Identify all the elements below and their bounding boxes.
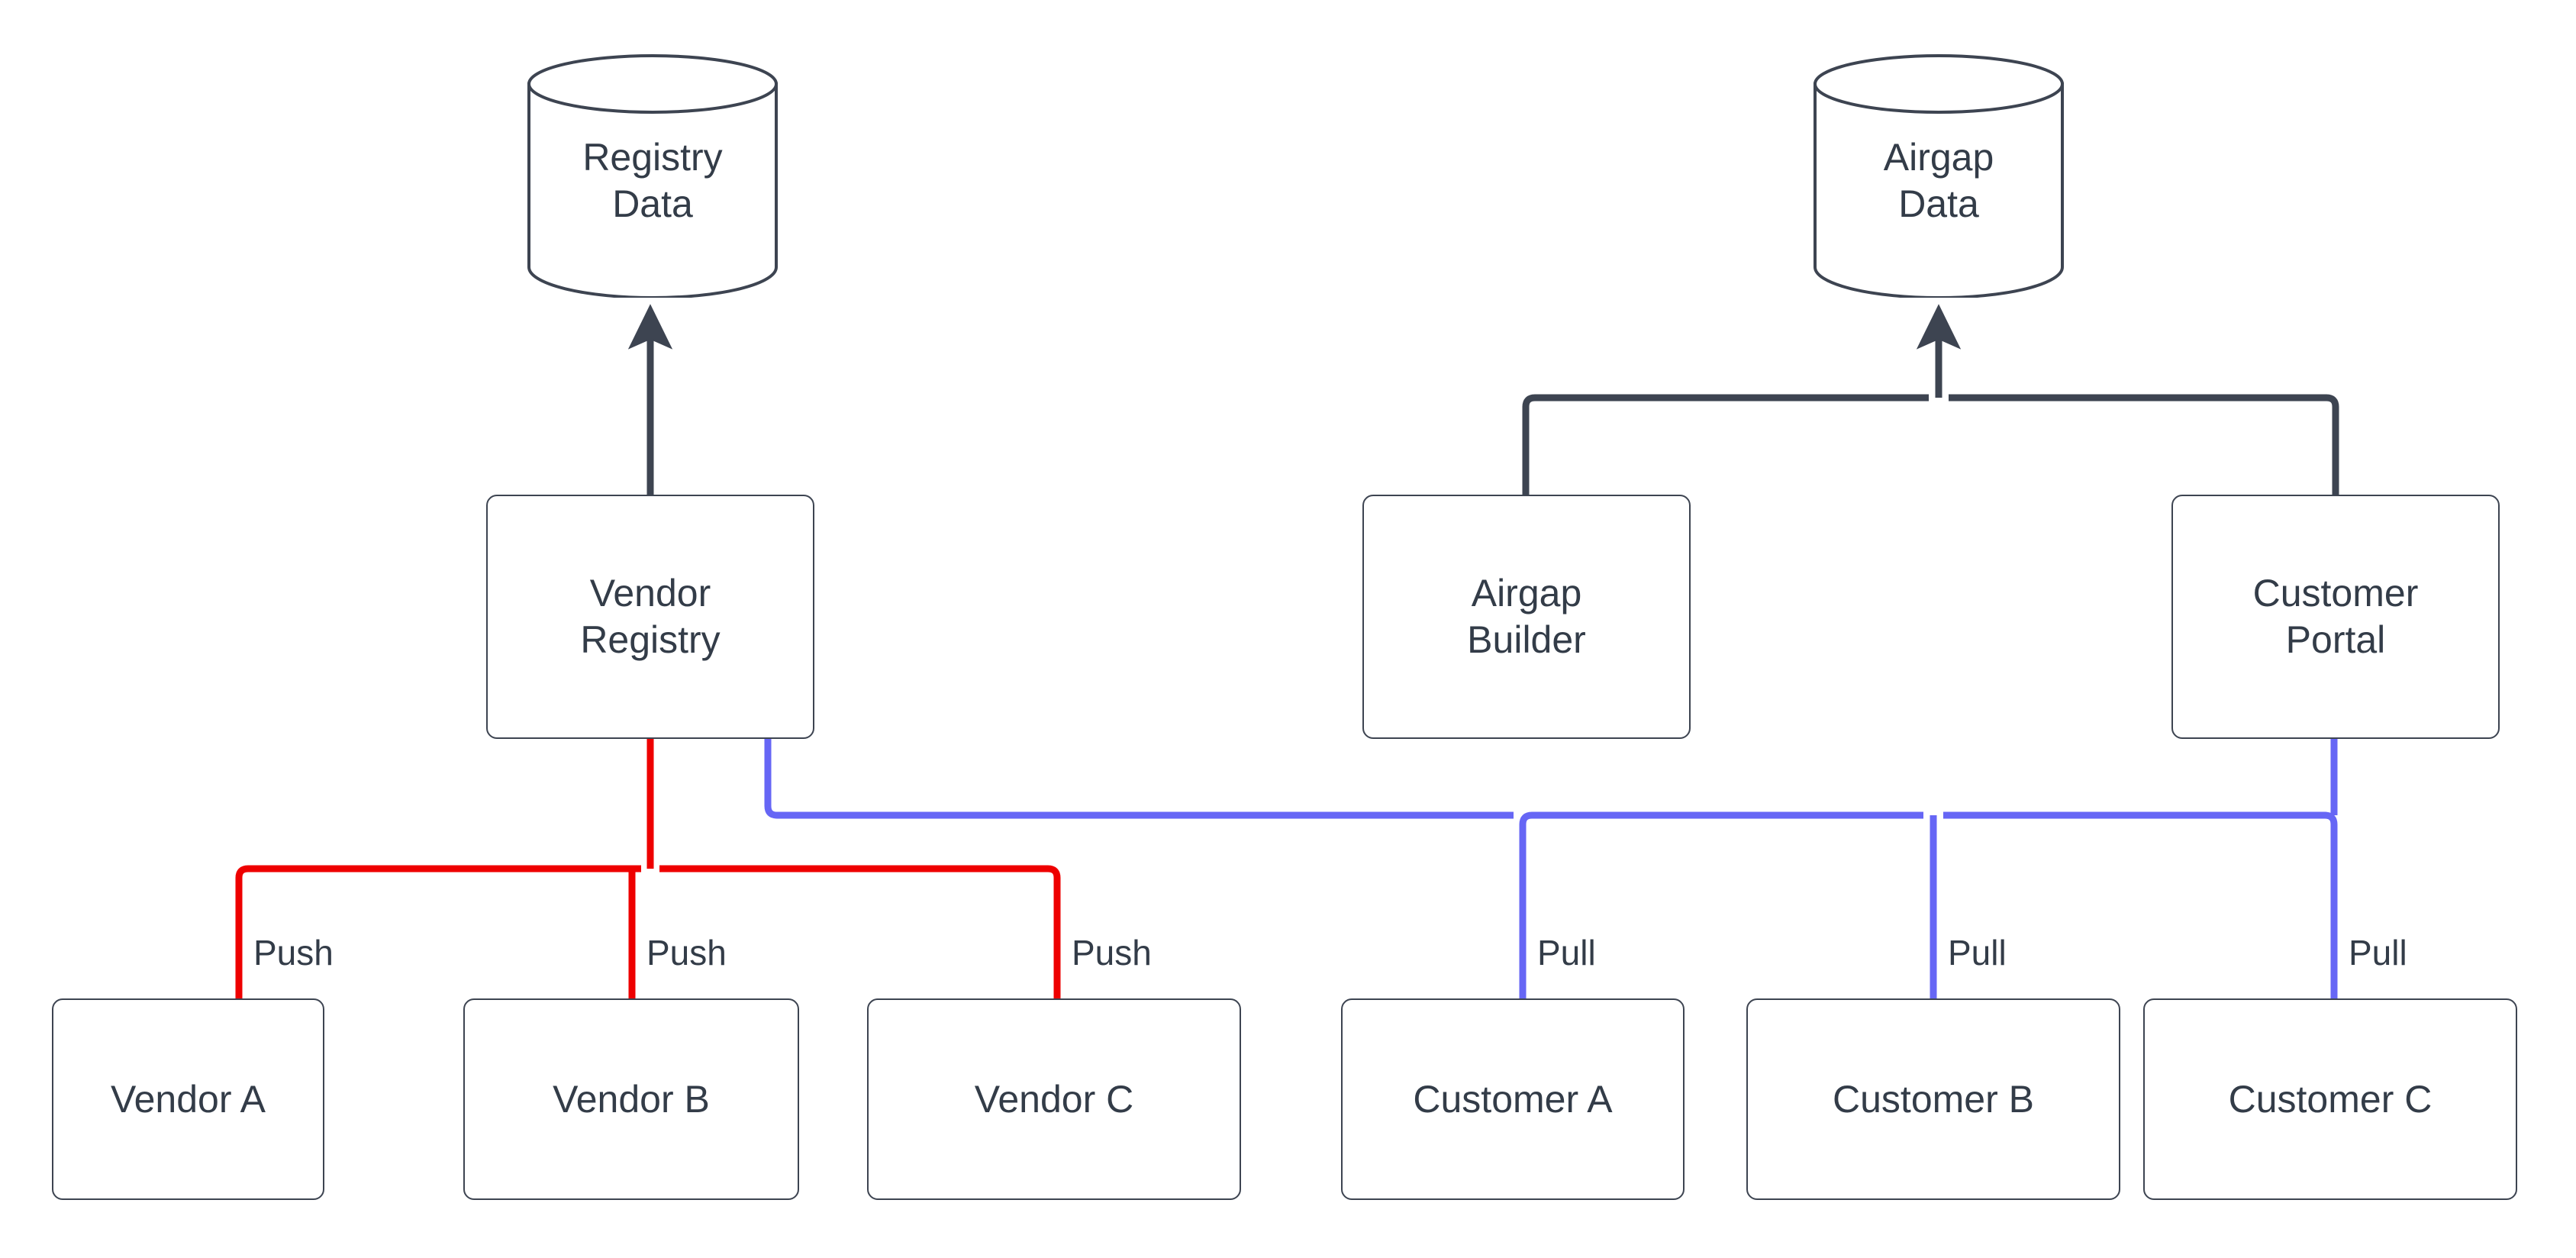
node-customer-portal[interactable]: Customer Portal: [2171, 495, 2500, 739]
node-customer-c[interactable]: Customer C: [2143, 998, 2517, 1200]
customer-c-label: Customer C: [2228, 1077, 2433, 1121]
node-vendor-a[interactable]: Vendor A: [52, 998, 324, 1200]
edge-vendor-a-push: [235, 865, 641, 998]
cylinder-shape: [1814, 54, 2064, 298]
customer-b-label: Customer B: [1833, 1077, 2034, 1121]
customer-portal-label: Customer Portal: [2253, 570, 2419, 663]
edge-customer-portal-to-bus: [1949, 394, 2339, 495]
edge-label-push-vendor-b: Push: [642, 935, 731, 970]
edge-airgap-builder-to-bus: [1522, 394, 1929, 495]
customer-portal-line2: Portal: [2285, 618, 2386, 661]
edge-label-pull-customer-a: Pull: [1533, 935, 1601, 970]
vendor-a-label: Vendor A: [111, 1077, 266, 1121]
airgap-builder-label: Airgap Builder: [1467, 570, 1586, 663]
airgap-builder-line2: Builder: [1467, 618, 1586, 661]
vendor-c-label: Vendor C: [974, 1077, 1134, 1121]
node-registry-data[interactable]: Registry Data: [527, 53, 779, 298]
vendor-b-label: Vendor B: [553, 1077, 710, 1121]
edge-label-push-vendor-c: Push: [1067, 935, 1156, 970]
airgap-builder-line1: Airgap: [1471, 572, 1582, 614]
edge-customer-a-pull: [1519, 811, 1923, 998]
node-customer-b[interactable]: Customer B: [1746, 998, 2120, 1200]
vendor-registry-line1: Vendor: [589, 572, 711, 614]
node-vendor-b[interactable]: Vendor B: [463, 998, 799, 1200]
cylinder-shape: [527, 54, 778, 298]
node-vendor-c[interactable]: Vendor C: [867, 998, 1241, 1200]
vendor-registry-label: Vendor Registry: [580, 570, 720, 663]
airgap-data-label: Airgap Data: [1813, 124, 2065, 227]
customer-a-label: Customer A: [1413, 1077, 1613, 1121]
registry-data-label: Registry Data: [527, 124, 779, 227]
edge-label-push-vendor-a: Push: [249, 935, 338, 970]
customer-portal-line1: Customer: [2252, 572, 2419, 614]
node-vendor-registry[interactable]: Vendor Registry: [486, 495, 814, 739]
node-airgap-builder[interactable]: Airgap Builder: [1362, 495, 1691, 739]
edge-label-pull-customer-c: Pull: [2344, 935, 2412, 970]
edge-customer-c-pull: [1943, 811, 2338, 998]
airgap-data-line1: Airgap: [1883, 136, 1994, 179]
edge-vendor-c-push: [659, 865, 1061, 998]
edge-pull-bus-to-vendor-registry: [745, 678, 1514, 819]
airgap-data-line2: Data: [1898, 182, 1979, 225]
registry-data-line2: Data: [612, 182, 693, 225]
node-customer-a[interactable]: Customer A: [1341, 998, 1685, 1200]
vendor-registry-line2: Registry: [580, 618, 721, 661]
registry-data-line1: Registry: [582, 136, 723, 179]
edge-label-pull-customer-b: Pull: [1943, 935, 2011, 970]
node-airgap-data[interactable]: Airgap Data: [1813, 53, 2065, 298]
